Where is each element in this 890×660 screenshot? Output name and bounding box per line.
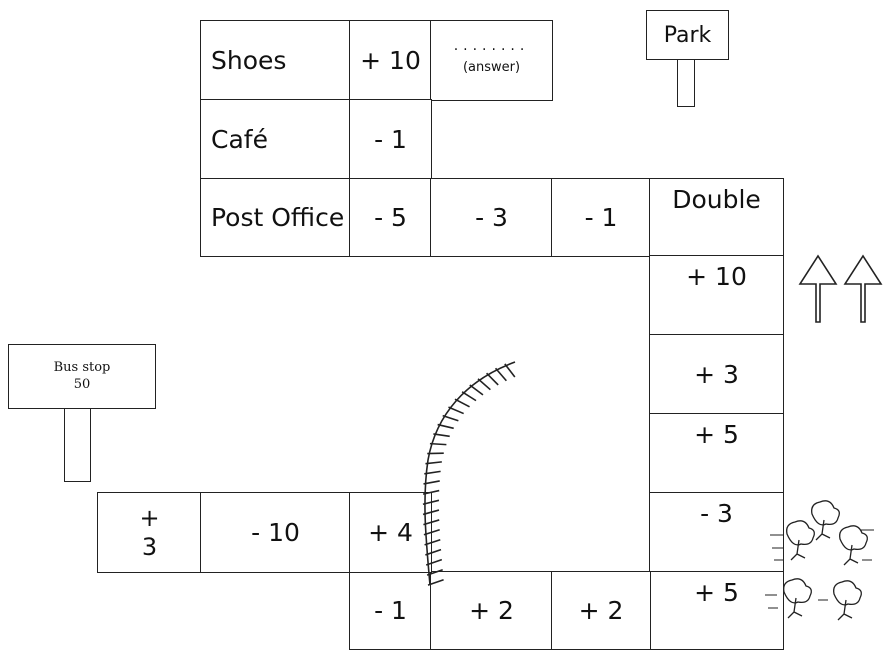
railway-tie: [425, 548, 442, 556]
bus-stop-sign: Bus stop 50: [8, 344, 156, 409]
railway-track-icon: [422, 361, 516, 586]
railway-tie: [454, 398, 470, 408]
value-3: 3: [141, 532, 158, 561]
bus-stop-value: 50: [73, 376, 91, 392]
railway-tie: [448, 406, 464, 415]
railway-tie: [442, 414, 459, 422]
path-cell-plus-3: + 3: [97, 492, 202, 573]
railway-tie: [504, 363, 516, 378]
up-arrow-icon: [843, 254, 883, 323]
railway-tie: [424, 538, 441, 546]
path-cell: + 5: [649, 413, 784, 494]
railway-tie: [423, 529, 440, 536]
path-cell: + 2: [430, 571, 553, 650]
railway-tie: [461, 391, 477, 402]
shoes-answer-box[interactable]: ........ (answer): [430, 20, 553, 101]
bus-stop-post: [64, 408, 91, 482]
railway-tie: [429, 442, 447, 446]
railway-tie: [469, 384, 484, 396]
railway-tie: [433, 433, 450, 438]
path-cell: - 1: [349, 571, 432, 650]
railway-tie: [422, 499, 440, 506]
railway-tie: [477, 378, 491, 391]
railway-tie: [424, 470, 441, 475]
railway-tie: [426, 568, 443, 576]
path-cell: + 4: [349, 492, 432, 573]
plus-sign: +: [139, 503, 160, 532]
path-cell: - 1: [551, 178, 651, 257]
railway-tie: [423, 519, 440, 526]
answer-dots: ........: [453, 38, 530, 54]
park-sign-post: [677, 59, 695, 107]
path-cell: + 10: [649, 255, 784, 336]
railway-tie: [423, 480, 440, 485]
railway-tie: [427, 579, 444, 586]
path-cell: + 3: [649, 334, 784, 415]
path-cell: + 5: [649, 571, 784, 650]
tree-icon: [765, 500, 874, 621]
shoes-label: Shoes: [200, 20, 351, 101]
railway-tie: [425, 461, 442, 465]
railway-tie: [425, 558, 443, 566]
path-cell: - 3: [649, 492, 784, 573]
railway-tie: [486, 372, 499, 386]
post-office-label: Post Office: [200, 178, 351, 257]
up-arrow-icon: [798, 254, 838, 323]
railway-tie: [422, 489, 440, 495]
path-cell: - 3: [430, 178, 553, 257]
path-cell: + 2: [551, 571, 651, 650]
bus-stop-label: Bus stop: [53, 360, 111, 376]
railway-tie: [494, 367, 507, 382]
post-office-price: - 5: [349, 178, 432, 257]
railway-tie: [437, 423, 454, 430]
railway-tie: [422, 509, 440, 516]
answer-hint: (answer): [462, 60, 521, 75]
